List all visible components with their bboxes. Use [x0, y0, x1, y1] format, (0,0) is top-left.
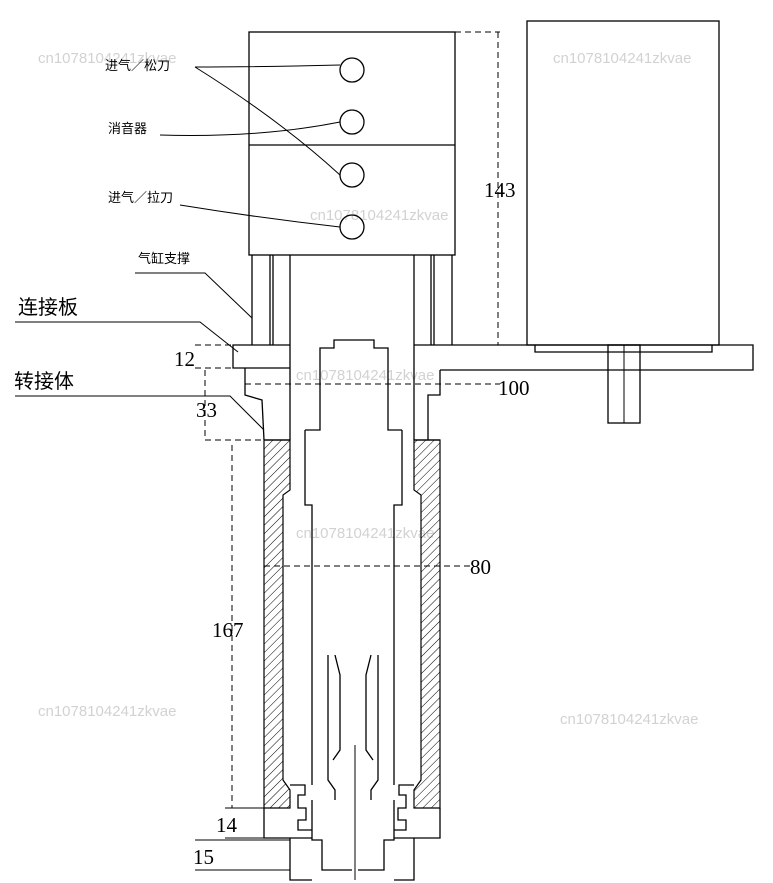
- label-adapter-body: 转接体: [14, 369, 74, 393]
- watermark-text: cn1078104241zkvae: [296, 525, 434, 542]
- label-intake-loosen: 进气／松刀: [105, 58, 170, 74]
- bearing-detail: [263, 784, 441, 881]
- dim-143: 143: [484, 178, 516, 202]
- watermark-text: cn1078104241zkvae: [38, 50, 176, 67]
- port-circle: [339, 57, 365, 83]
- dim-80: 80: [470, 555, 491, 579]
- watermarks: cn1078104241zkvae cn1078104241zkvae cn10…: [38, 50, 698, 728]
- dim-14: 14: [216, 813, 238, 837]
- label-intake-clamp: 进气／拉刀: [108, 190, 173, 206]
- dimension-lines: [195, 31, 500, 871]
- port-circle: [339, 109, 365, 135]
- port-circle: [339, 162, 365, 188]
- spindle-inner: [289, 339, 415, 880]
- label-muffler: 消音器: [108, 121, 147, 137]
- dimension-texts: 143 100 80 12 33 167 14 15: [174, 178, 530, 869]
- hatched-walls: [263, 439, 441, 809]
- watermark-text: cn1078104241zkvae: [310, 207, 448, 224]
- label-cylinder-support: 气缸支撑: [138, 251, 190, 267]
- watermark-text: cn1078104241zkvae: [296, 367, 434, 384]
- dim-167: 167: [212, 618, 244, 642]
- cylinder-support-rods: [251, 255, 453, 345]
- label-connecting-plate: 连接板: [18, 295, 78, 319]
- dim-100: 100: [498, 376, 530, 400]
- dim-33: 33: [196, 398, 217, 422]
- watermark-text: cn1078104241zkvae: [38, 703, 176, 720]
- leader-lines: [15, 64, 341, 431]
- watermark-text: cn1078104241zkvae: [553, 50, 691, 67]
- motor-box: [526, 20, 720, 424]
- watermark-text: cn1078104241zkvae: [560, 711, 698, 728]
- dim-15: 15: [193, 845, 214, 869]
- dim-12: 12: [174, 347, 195, 371]
- connecting-plate: [232, 344, 754, 384]
- component-labels: 进气／松刀 消音器 进气／拉刀 气缸支撑 连接板 转接体: [14, 58, 190, 393]
